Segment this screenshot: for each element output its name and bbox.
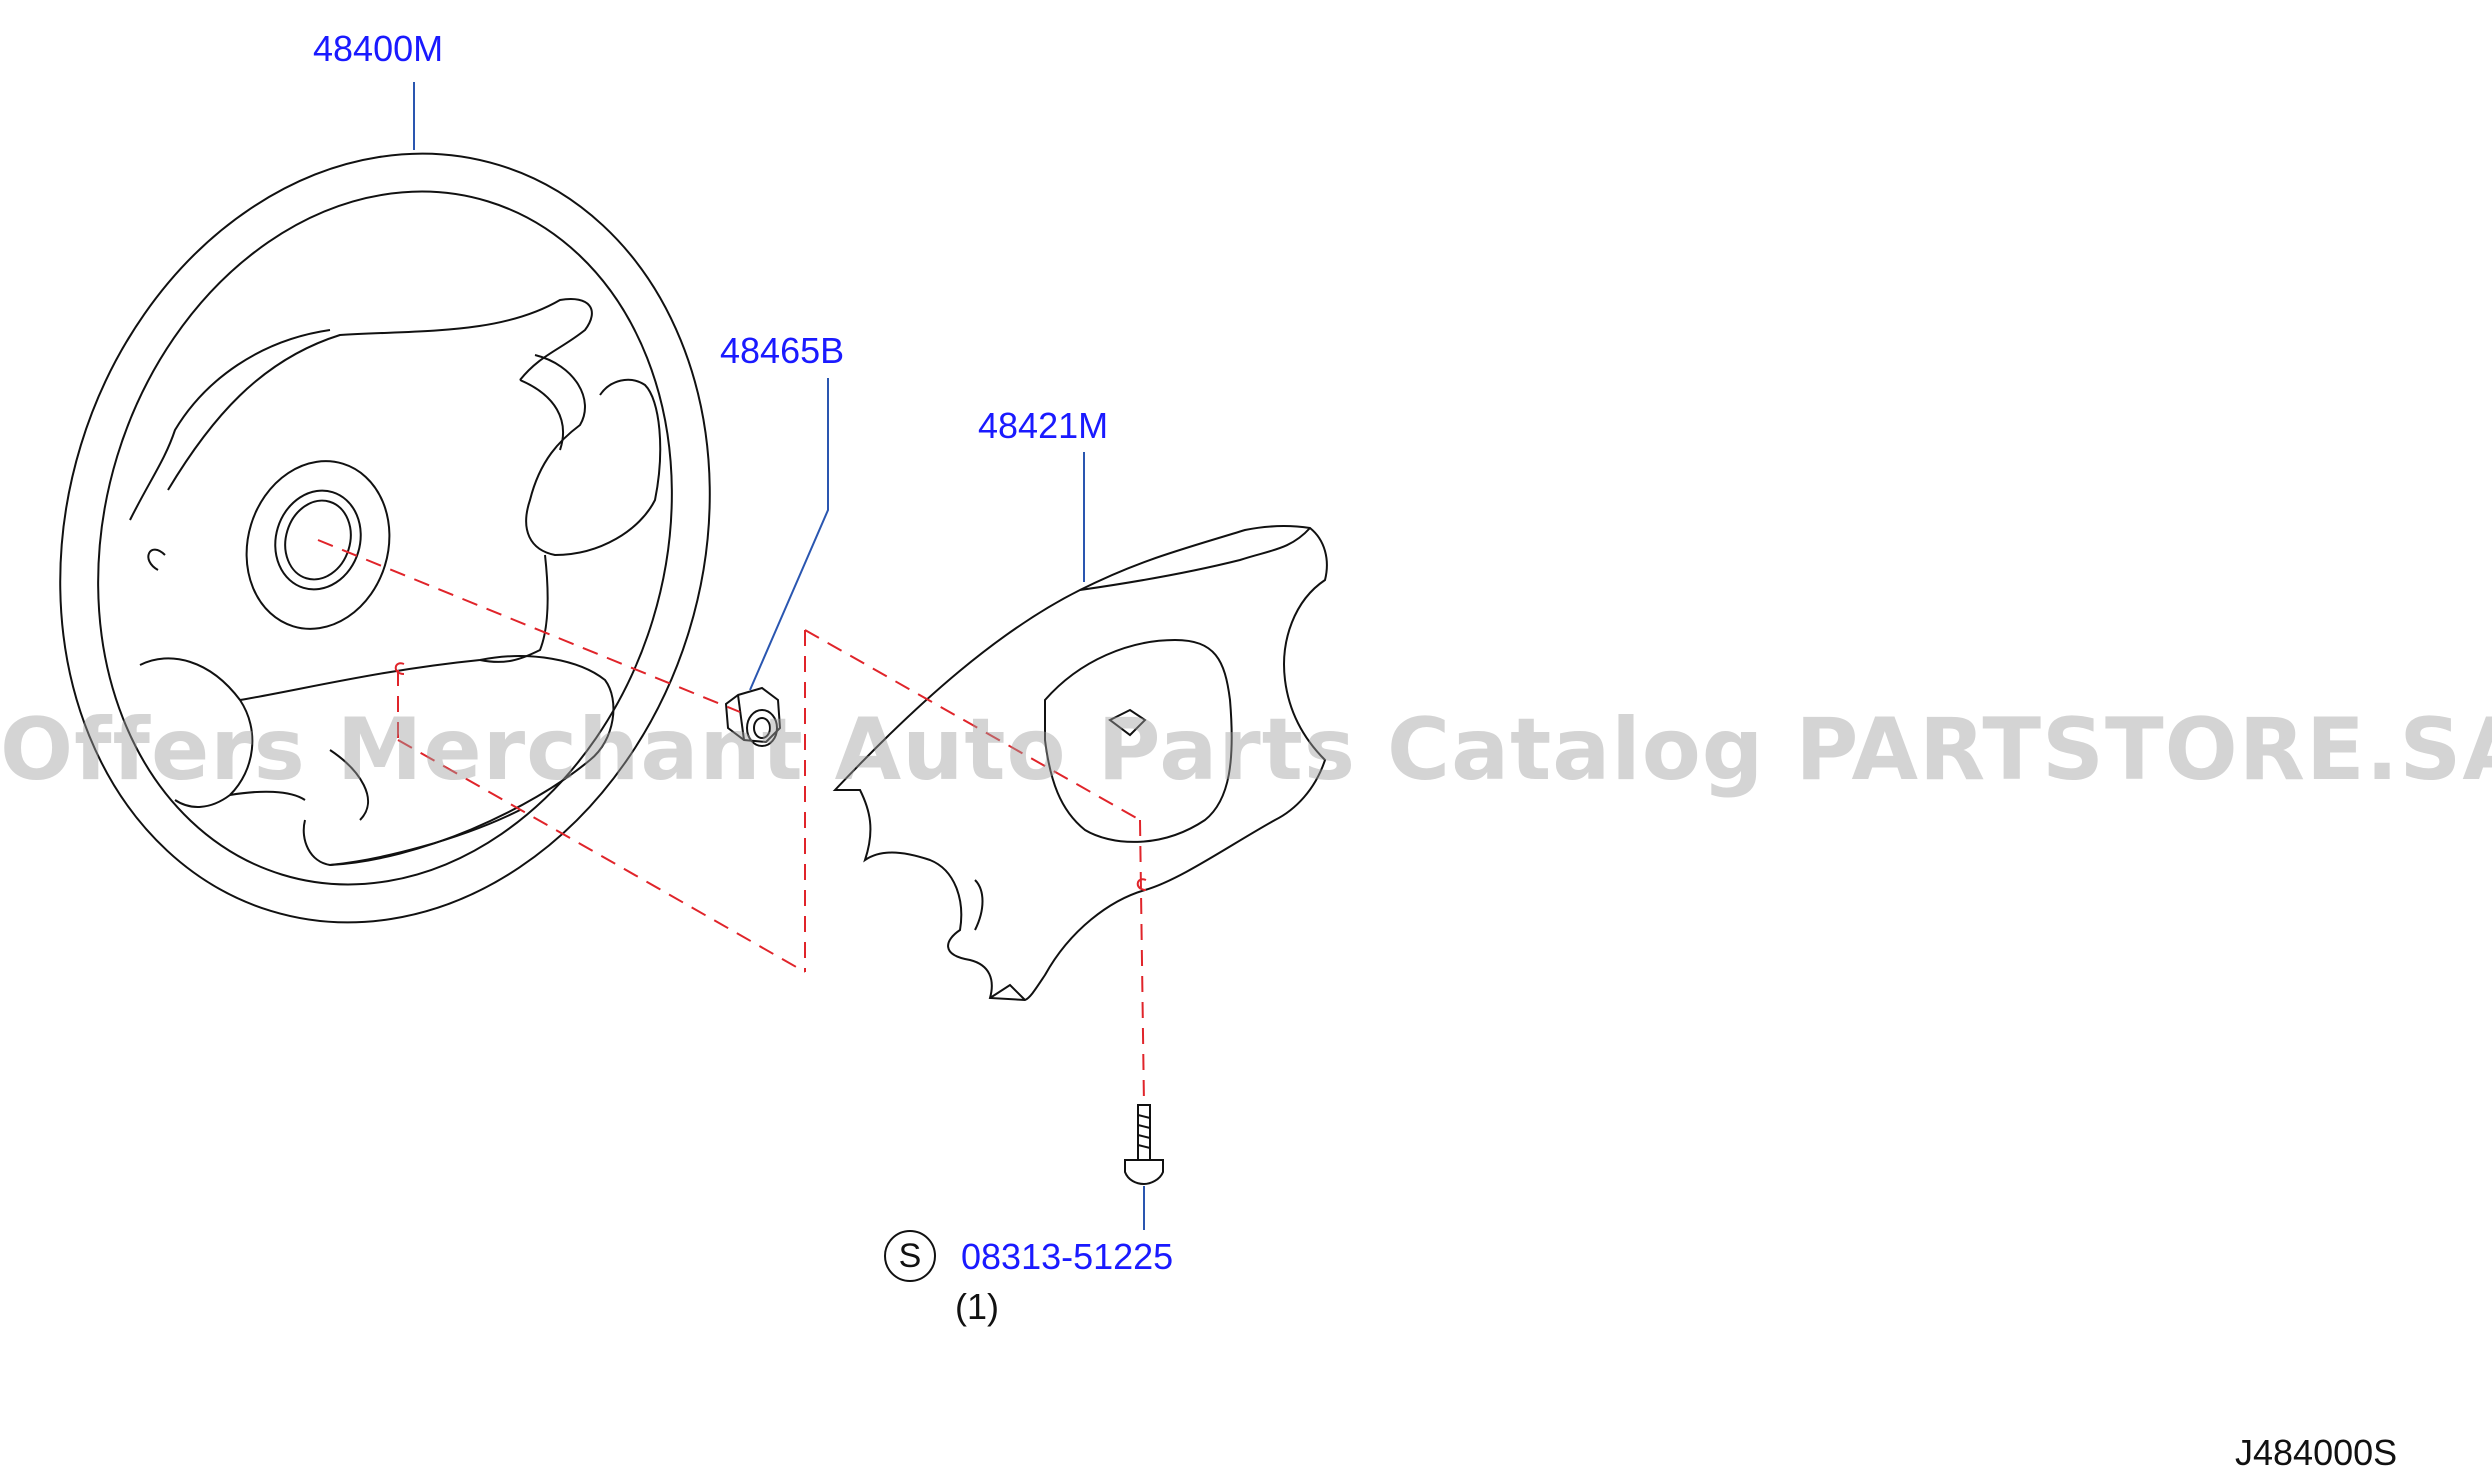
label-pad[interactable]: 48421M: [978, 405, 1109, 446]
assembly-lines: [317, 539, 1145, 1106]
nut: [724, 686, 782, 747]
label-steering-wheel[interactable]: 48400M: [313, 28, 444, 69]
screw-quantity: (1): [955, 1286, 999, 1327]
horn-pad: [832, 524, 1328, 1002]
label-nut[interactable]: 48465B: [720, 330, 845, 371]
standard-part-symbol: S: [884, 1230, 936, 1282]
watermark: Offers Merchant Auto Parts Catalog PARTS…: [0, 700, 2492, 800]
label-screw[interactable]: 08313-51225: [961, 1236, 1174, 1277]
diagram-code: J484000S: [2235, 1432, 2398, 1473]
leader-lines: [413, 82, 1145, 1230]
screw: [1124, 1104, 1164, 1186]
clip-marks: [394, 662, 1147, 891]
steering-wheel: [59, 152, 711, 924]
